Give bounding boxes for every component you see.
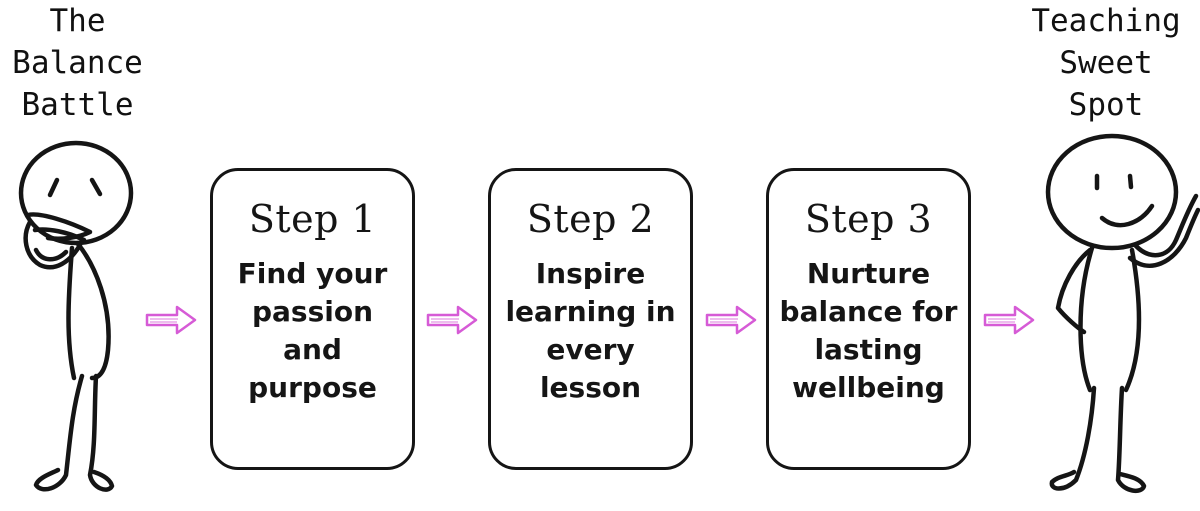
step-3-box: Step 3 Nurture balance for lasting wellb… [766, 168, 971, 470]
stressed-stick-figure-icon [18, 140, 134, 492]
step-3-description: Nurture balance for lasting wellbeing [779, 257, 958, 404]
step-2-title: Step 2 [526, 197, 655, 241]
right-arrow-icon [983, 305, 1035, 335]
step-3-title: Step 3 [804, 197, 933, 241]
right-figure-caption: Teaching Sweet Spot [1012, 0, 1200, 126]
right-arrow-icon [145, 305, 197, 335]
left-caption-line: Battle [21, 87, 134, 123]
step-2-description: Inspire learning in every lesson [505, 257, 676, 404]
right-caption-line: Spot [1068, 87, 1144, 123]
right-caption-line: Sweet [1059, 45, 1153, 81]
left-caption-line: Balance [12, 45, 143, 81]
left-figure-caption: The Balance Battle [0, 0, 155, 126]
step-1-box: Step 1 Find your passion and purpose [210, 168, 415, 470]
right-arrow-icon [426, 305, 478, 335]
step-1-title: Step 1 [248, 197, 377, 241]
step-1-description: Find your passion and purpose [237, 257, 388, 404]
step-2-box: Step 2 Inspire learning in every lesson [488, 168, 693, 470]
right-arrow-icon [705, 305, 757, 335]
right-caption-line: Teaching [1031, 3, 1181, 39]
left-caption-line: The [49, 3, 106, 39]
happy-stick-figure-icon [1045, 133, 1200, 494]
